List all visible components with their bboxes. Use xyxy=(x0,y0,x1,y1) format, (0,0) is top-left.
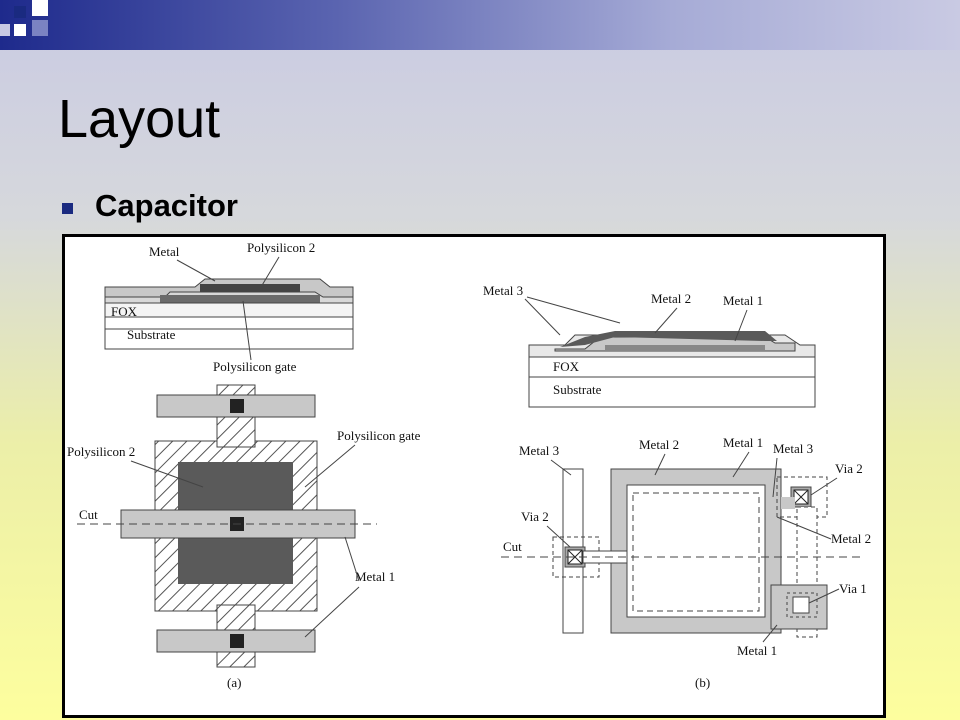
capacitor-layout-figure: Metal Polysilicon 2 FOX Substrate Polysi… xyxy=(62,234,886,718)
a-layout-view: Polysilicon 2 Polysilicon gate Cut Metal… xyxy=(67,384,421,690)
label-metal3-right: Metal 3 xyxy=(773,441,813,456)
label-fox-b: FOX xyxy=(553,359,580,374)
label-metal1: Metal 1 xyxy=(355,569,395,584)
bullet-text: Capacitor xyxy=(95,188,238,223)
label-cut-b: Cut xyxy=(503,539,522,554)
figure-canvas: Metal Polysilicon 2 FOX Substrate Polysi… xyxy=(65,237,883,715)
label-metal2-right: Metal 2 xyxy=(831,531,871,546)
label-fox: FOX xyxy=(111,304,138,319)
label-substrate: Substrate xyxy=(127,327,176,342)
slide-title: Layout xyxy=(58,89,221,149)
bullet-square-icon xyxy=(62,203,73,214)
label-metal3-top: Metal 3 xyxy=(483,283,523,298)
label-metal2-top: Metal 2 xyxy=(651,291,691,306)
b-cross-section: Metal 3 Metal 2 Metal 1 FOX Substrate xyxy=(483,283,816,408)
caption-b: (b) xyxy=(695,675,710,690)
label-polysilicon2-top: Polysilicon 2 xyxy=(247,240,315,255)
label-polysilicon-gate-top: Polysilicon gate xyxy=(213,359,297,374)
label-cut: Cut xyxy=(79,507,98,522)
a-cross-section: Metal Polysilicon 2 FOX Substrate Polysi… xyxy=(104,240,354,374)
corner-square-decoration xyxy=(0,0,50,50)
label-via2-right: Via 2 xyxy=(835,461,863,476)
label-via1: Via 1 xyxy=(839,581,867,596)
label-metal1-top: Metal 1 xyxy=(723,293,763,308)
label-metal1-mid: Metal 1 xyxy=(723,435,763,450)
label-metal3-left: Metal 3 xyxy=(519,443,559,458)
title-bar-gradient xyxy=(0,0,960,50)
label-polysilicon2-side: Polysilicon 2 xyxy=(67,444,135,459)
label-polysilicon-gate-side: Polysilicon gate xyxy=(337,428,421,443)
label-via2-left: Via 2 xyxy=(521,509,549,524)
caption-a: (a) xyxy=(227,675,241,690)
label-metal1-bottom: Metal 1 xyxy=(737,643,777,658)
label-metal: Metal xyxy=(149,244,180,259)
label-metal2-mid: Metal 2 xyxy=(639,437,679,452)
b-layout-view: Metal 3 Metal 2 Metal 1 Metal 3 Via 2 Vi… xyxy=(501,435,871,690)
label-substrate-b: Substrate xyxy=(553,382,602,397)
